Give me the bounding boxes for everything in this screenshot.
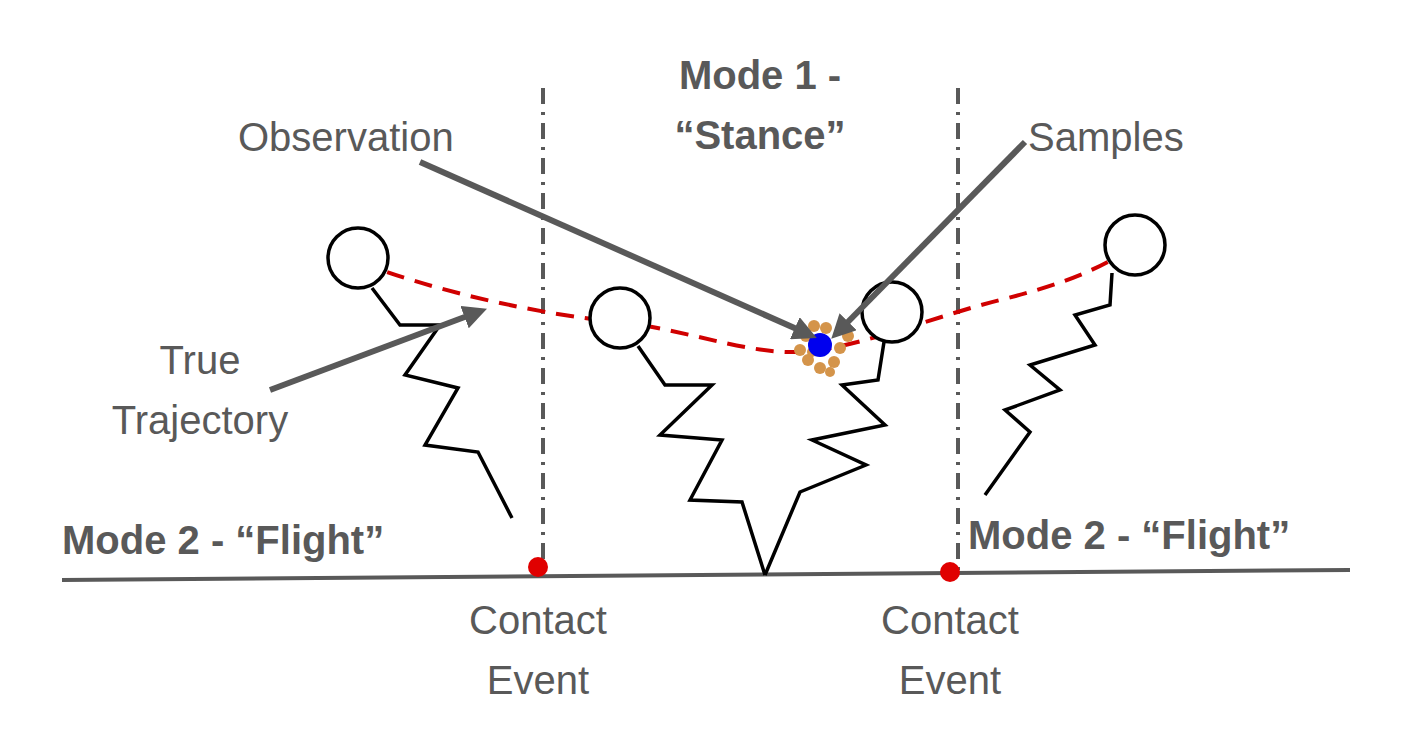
robot-body xyxy=(862,282,922,342)
mode-label: Mode 2 - “Flight” xyxy=(62,515,502,565)
spring-leg xyxy=(765,342,885,575)
leader-arrow xyxy=(838,142,1025,332)
mode-label: Mode 2 - “Flight” xyxy=(968,510,1408,560)
robot-body xyxy=(328,228,388,288)
contact-point xyxy=(528,557,548,577)
annotation-label: Contact Event xyxy=(438,590,638,710)
annotation-label: Samples xyxy=(1028,112,1328,162)
robot-body xyxy=(1105,215,1165,275)
leader-arrow xyxy=(420,162,808,334)
observation-point xyxy=(808,333,832,357)
spring-leg xyxy=(985,273,1112,495)
contact-point xyxy=(940,562,960,582)
annotation-label: Observation xyxy=(238,112,558,162)
robot-body xyxy=(590,288,650,348)
ground-line xyxy=(62,570,1350,580)
annotation-label: True Trajectory xyxy=(90,330,310,450)
mode-label: Mode 1 - “Stance” xyxy=(650,45,870,165)
true-trajectory xyxy=(360,245,1135,352)
mode-boundary xyxy=(956,88,960,570)
mode-boundary xyxy=(541,88,545,565)
leader-arrow xyxy=(270,312,478,390)
spring-leg xyxy=(638,346,765,575)
annotation-label: Contact Event xyxy=(850,590,1050,710)
